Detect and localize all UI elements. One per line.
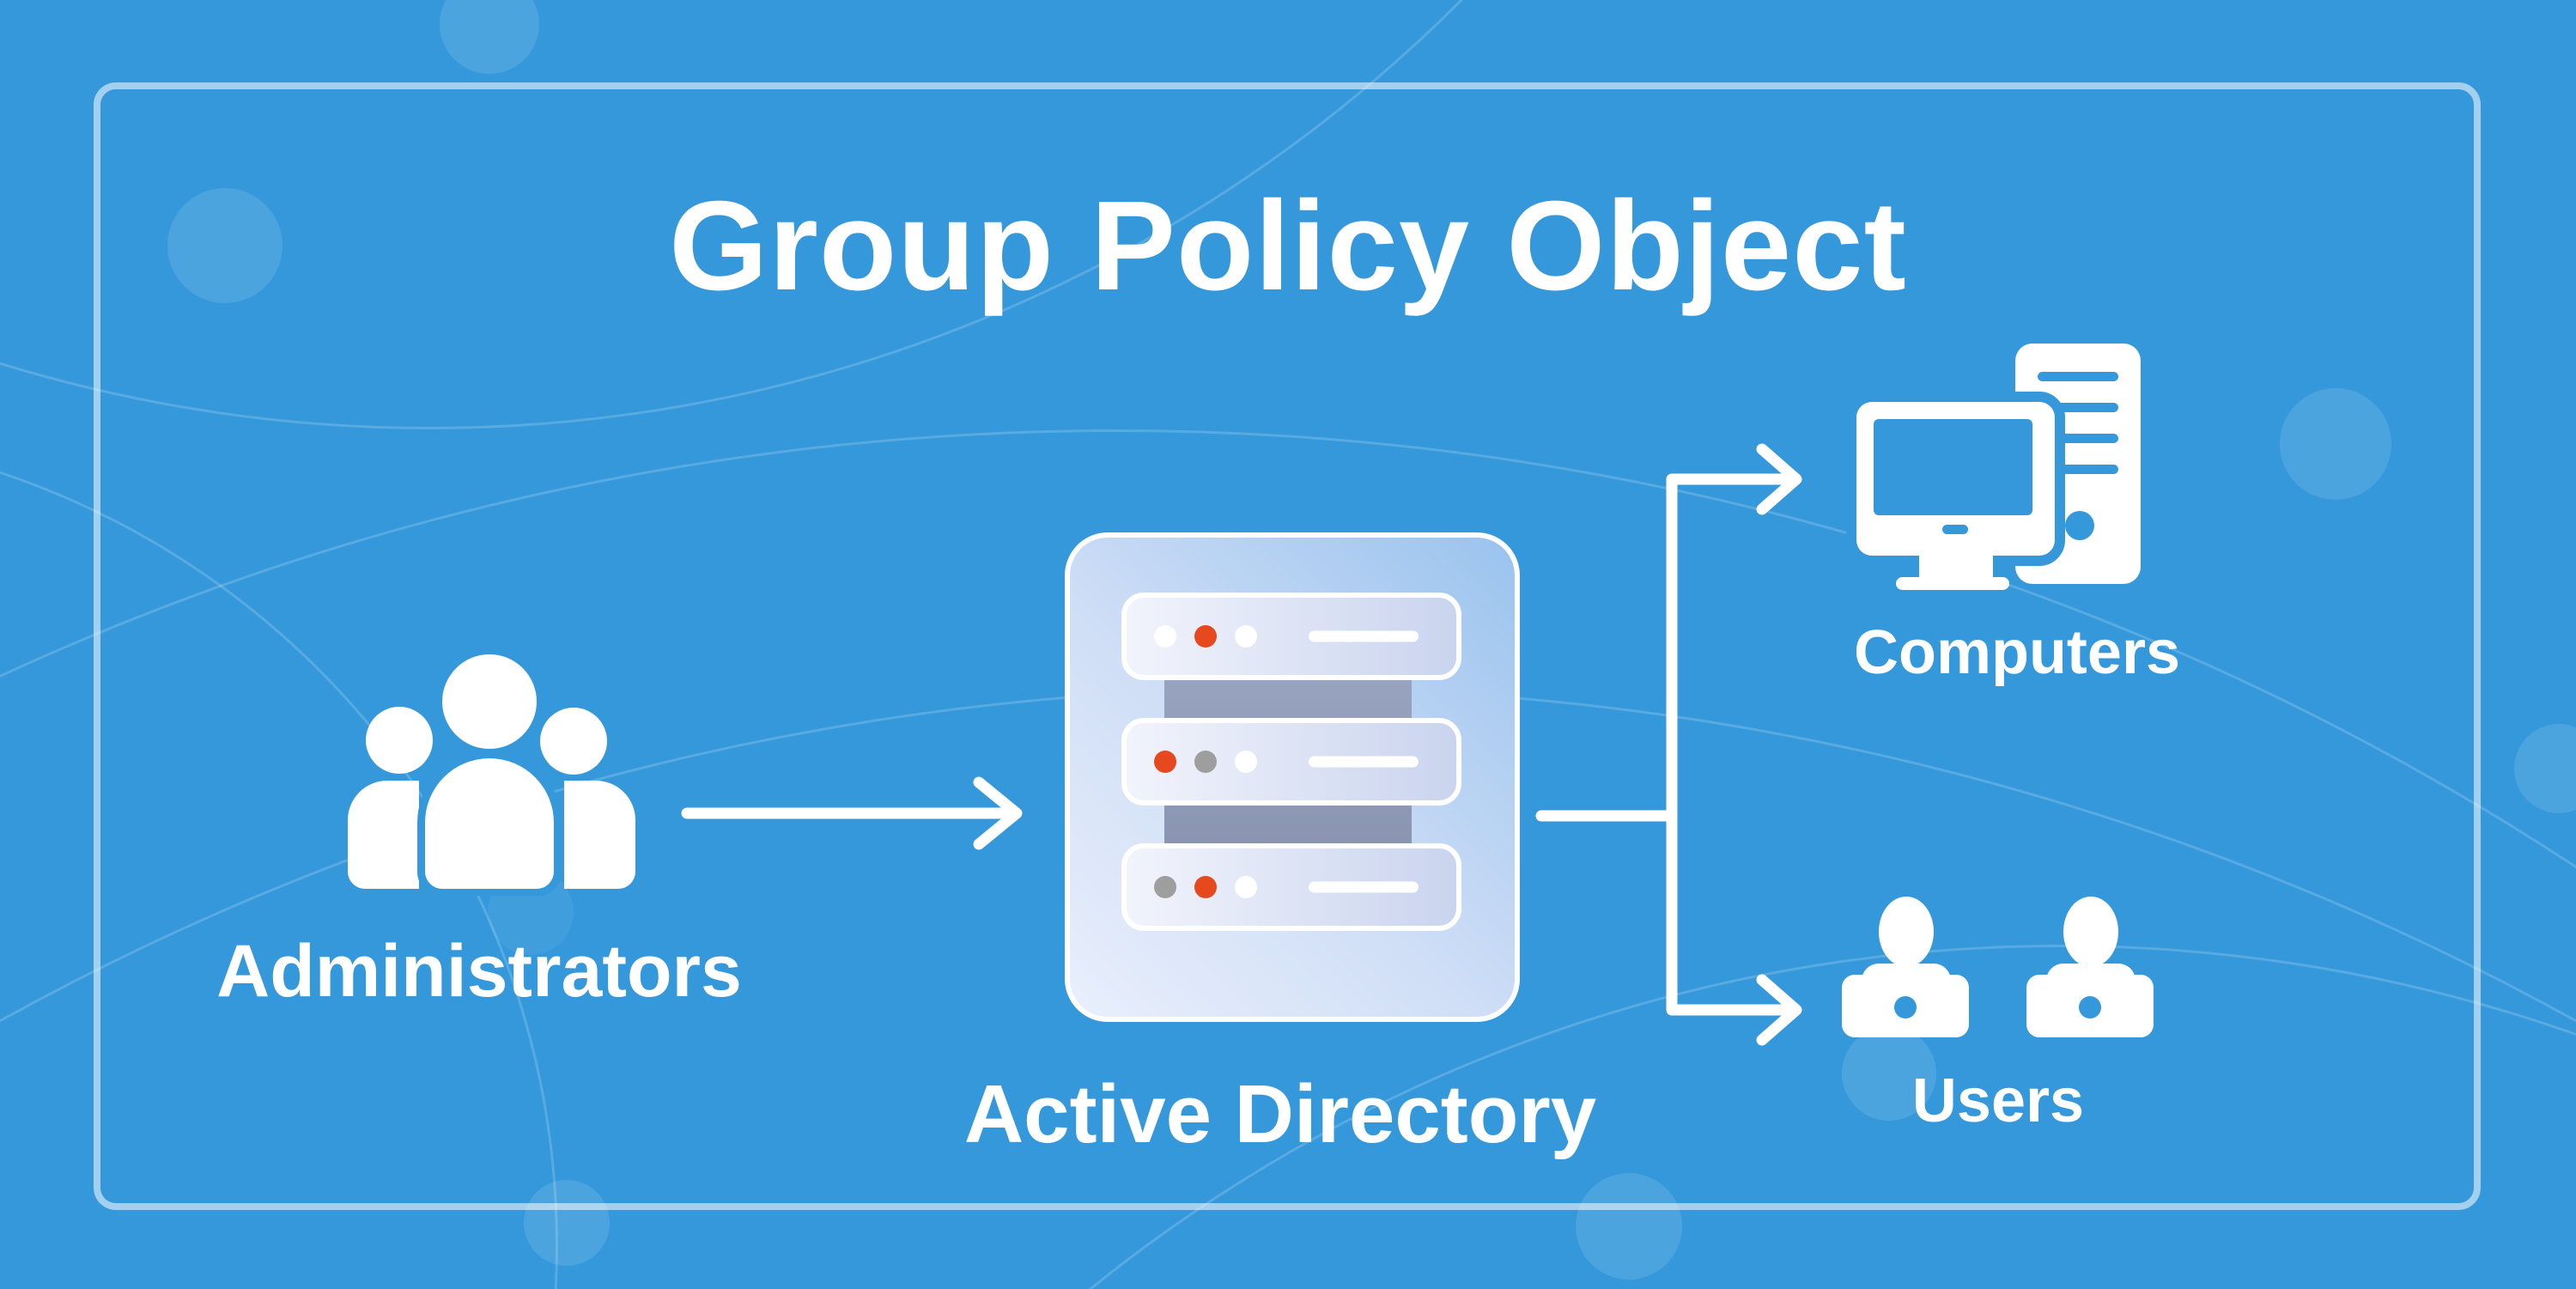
connector-branch xyxy=(1666,473,1799,1016)
white-led xyxy=(1235,625,1257,648)
gray-led xyxy=(1194,751,1217,773)
server-leds xyxy=(1154,876,1257,898)
server-vent-line xyxy=(1309,756,1419,768)
computers-label: Computers xyxy=(1853,618,2181,687)
decor-circle xyxy=(524,1180,610,1266)
user-group-icon xyxy=(348,647,635,896)
white-led xyxy=(1235,876,1257,898)
desktop-computer-icon xyxy=(1846,344,2141,590)
white-led xyxy=(1154,625,1176,648)
server-leds xyxy=(1154,625,1257,648)
active-directory-label: Active Directory xyxy=(963,1068,1597,1160)
server-leds xyxy=(1154,751,1257,773)
server-vent-line xyxy=(1309,881,1419,893)
arrow-head xyxy=(1756,974,1802,1046)
red-led xyxy=(1154,751,1176,773)
diagram-frame xyxy=(94,82,2481,1210)
red-led xyxy=(1194,625,1217,648)
arrow-head xyxy=(1756,443,1802,515)
server-row xyxy=(1121,718,1461,806)
person-at-laptop-icon xyxy=(2026,897,2154,1037)
decor-circle xyxy=(1576,1173,1682,1280)
administrators-label: Administrators xyxy=(216,930,742,1012)
decor-circle xyxy=(1842,1026,1936,1121)
decor-circle xyxy=(167,188,283,303)
red-led xyxy=(1194,876,1217,898)
server-row xyxy=(1121,593,1461,680)
gray-led xyxy=(1154,876,1176,898)
white-led xyxy=(1235,751,1257,773)
users-label: Users xyxy=(1911,1067,2085,1135)
page-title: Group Policy Object xyxy=(669,175,1907,317)
decor-circle xyxy=(2280,388,2391,500)
server-vent-line xyxy=(1309,630,1419,642)
person-at-laptop-icon xyxy=(1842,897,1969,1037)
arrow-head xyxy=(973,776,1023,850)
server-row xyxy=(1121,843,1461,931)
